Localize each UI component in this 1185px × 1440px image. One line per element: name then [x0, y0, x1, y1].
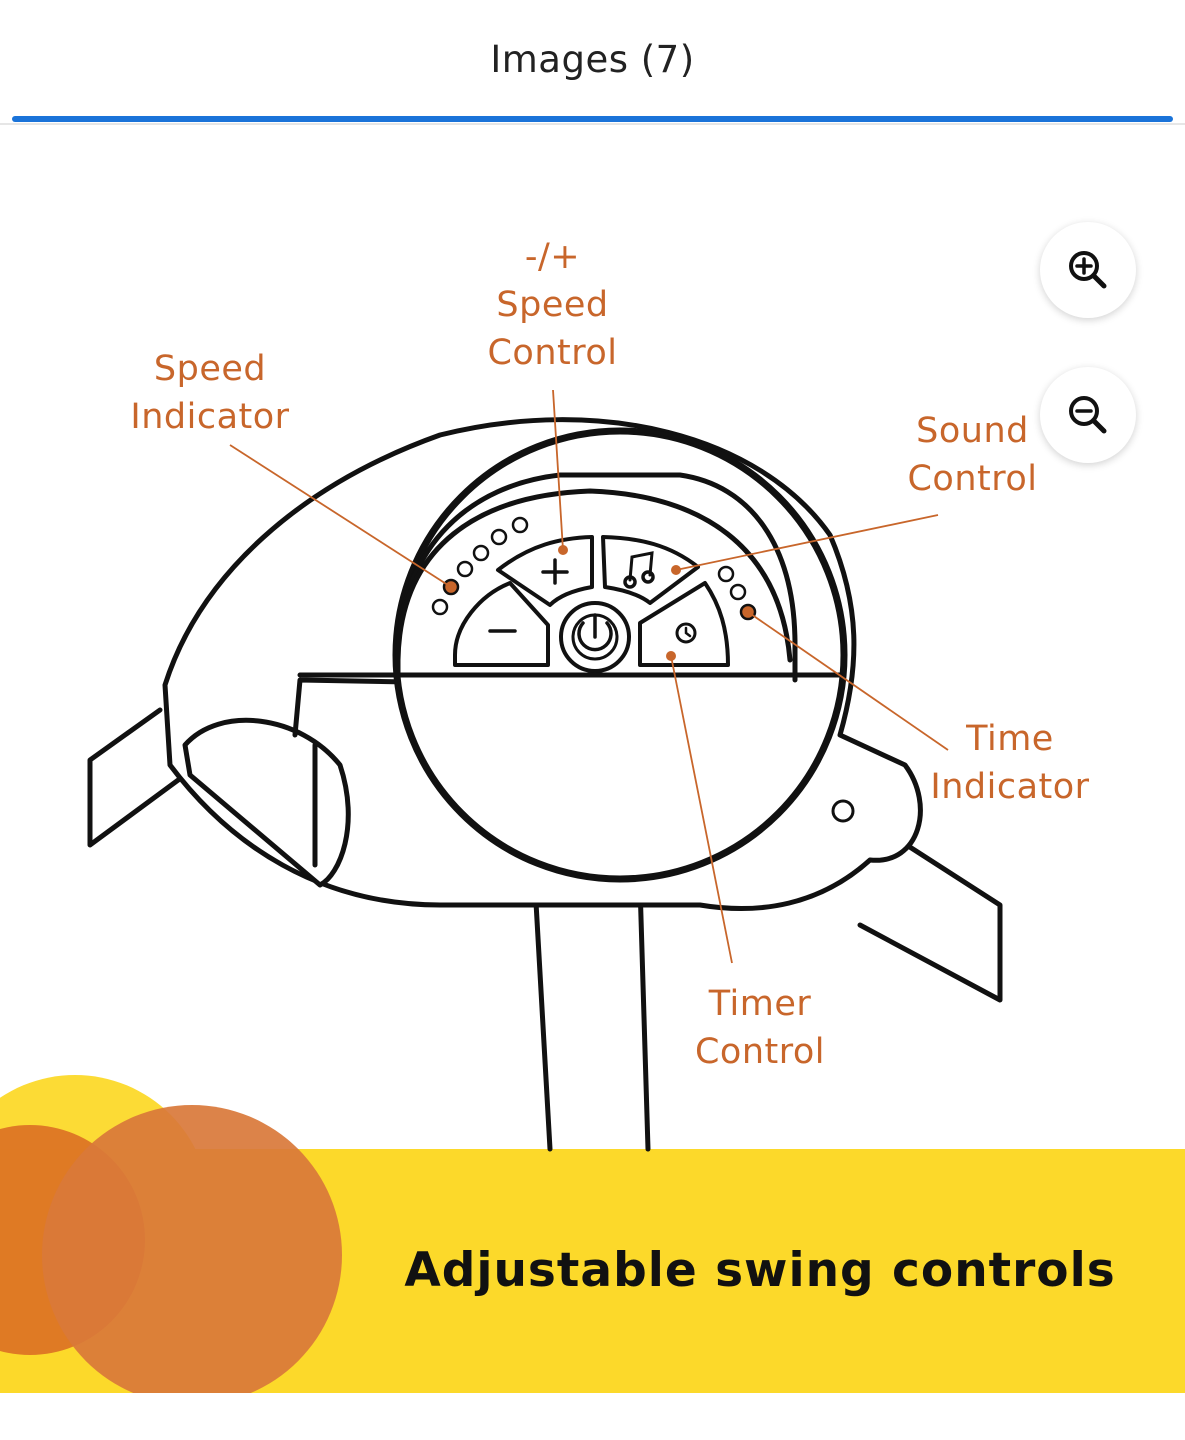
clock-glyph — [675, 622, 697, 644]
page-title: Images (7) — [490, 38, 695, 81]
label-line: Timer — [708, 984, 812, 1024]
image-caption: Adjustable swing controls — [404, 1243, 1116, 1298]
product-illustration — [0, 389, 1185, 1395]
decor-circle-orange-large — [42, 1105, 342, 1395]
label-timer-control: Timer Control — [685, 980, 835, 1076]
tab-active-indicator — [12, 116, 1173, 122]
label-speed-control: -/+ Speed Control — [470, 233, 635, 377]
bottom-area — [0, 1393, 1185, 1440]
music-glyph — [628, 551, 654, 582]
image-viewer[interactable]: -/+ Speed Control Speed Indicator Sound … — [0, 125, 1185, 1395]
swing-drawing — [87, 417, 1003, 1152]
plus-glyph — [541, 558, 569, 585]
zoom-out-icon — [1069, 396, 1107, 434]
header-divider — [0, 123, 1185, 125]
zoom-in-icon — [1069, 251, 1107, 289]
label-line: Control — [907, 459, 1038, 499]
header: Images (7) — [0, 0, 1185, 125]
label-time-indicator: Time Indicator — [925, 715, 1095, 811]
label-line: Control — [487, 333, 618, 373]
label-line: Sound — [916, 411, 1029, 451]
label-speed-indicator: Speed Indicator — [120, 345, 300, 441]
callout-lines — [229, 389, 949, 964]
label-line: Indicator — [930, 767, 1090, 807]
label-line: Indicator — [130, 397, 290, 437]
label-line: -/+ — [524, 237, 581, 277]
label-line: Time — [966, 719, 1054, 759]
label-sound-control: Sound Control — [895, 407, 1050, 503]
label-line: Speed — [496, 285, 609, 325]
zoom-out-button[interactable] — [1040, 367, 1136, 463]
label-line: Control — [694, 1032, 826, 1072]
label-line: Speed — [153, 349, 267, 389]
zoom-in-button[interactable] — [1040, 222, 1136, 318]
